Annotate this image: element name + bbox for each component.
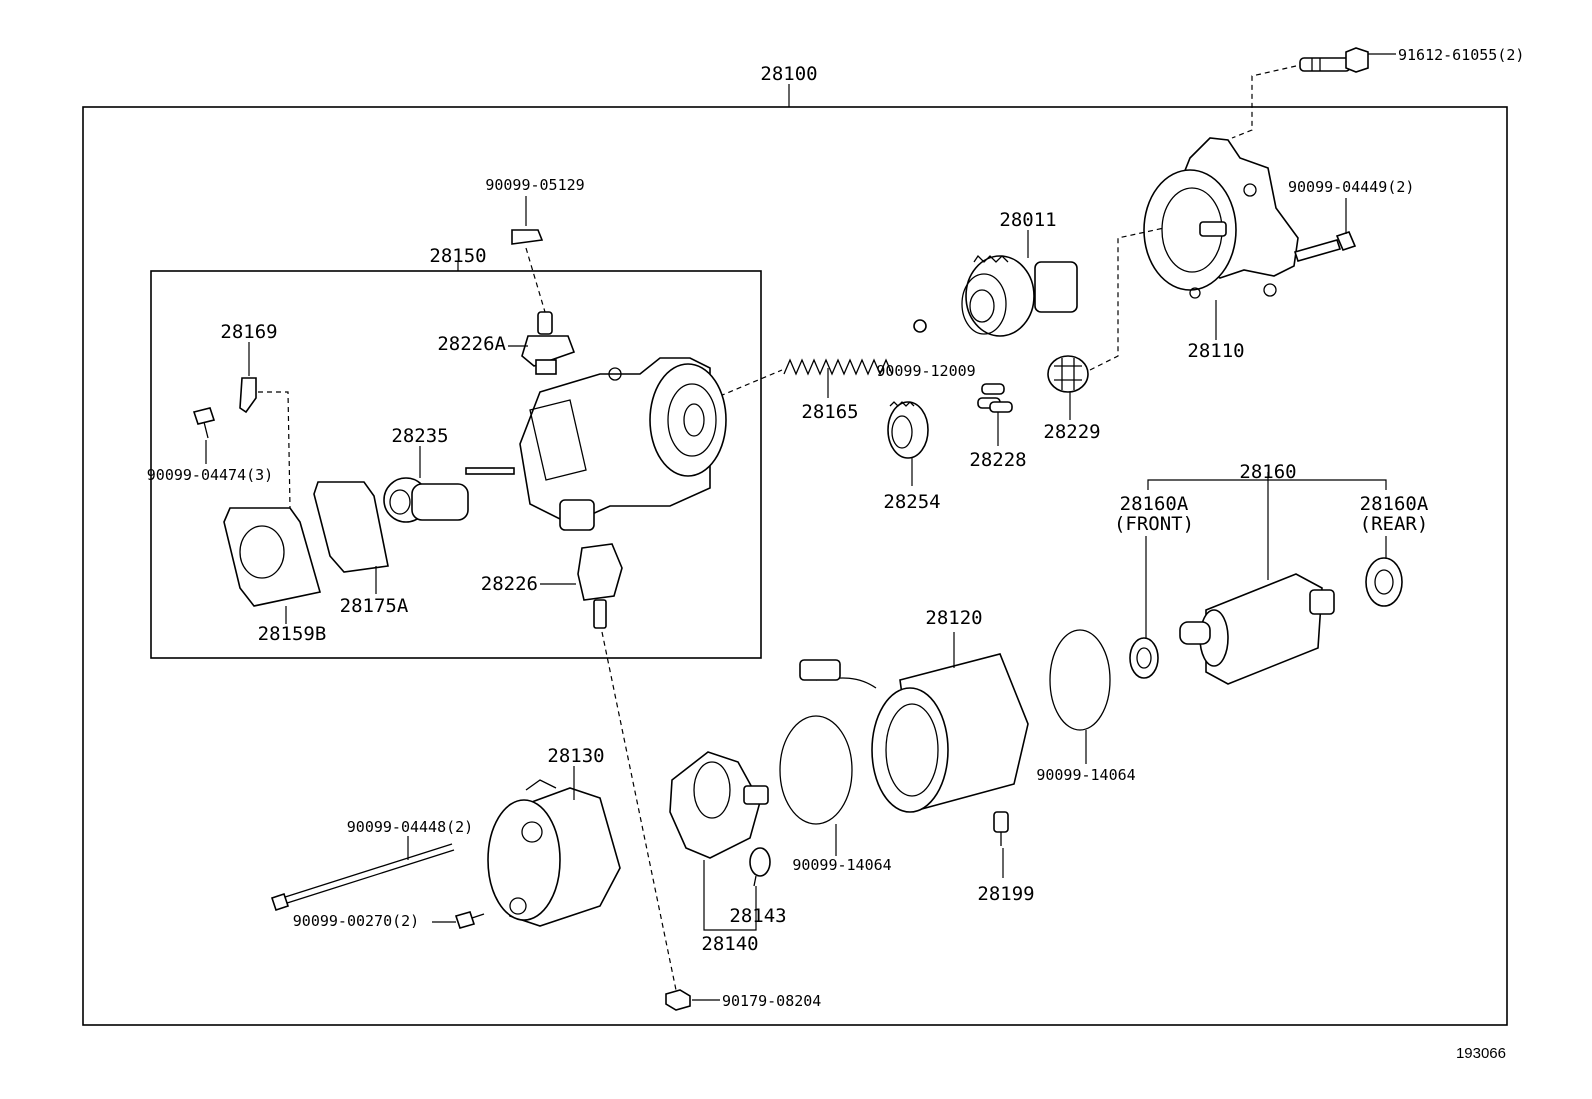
label-28120[interactable]: 28120 [925, 607, 982, 629]
steel-ball-icon [913, 319, 927, 333]
switch-subassembly-frame [150, 270, 762, 659]
starter-drive-clutch-icon [961, 254, 1078, 337]
contact-bolt-lower-icon [577, 543, 623, 629]
rubber-plug-icon [993, 811, 1009, 846]
label-28160[interactable]: 28160 [1239, 461, 1296, 483]
brush-holder-icon [669, 751, 769, 859]
label-91612-61055[interactable]: 91612-61055(2) [1398, 46, 1524, 64]
screw-lower-icon [454, 911, 485, 929]
label-front-note[interactable]: (FRONT) [1114, 513, 1194, 535]
assembly-frame [82, 106, 1508, 1026]
label-28169[interactable]: 28169 [220, 321, 277, 343]
label-28226[interactable]: 28226 [481, 573, 538, 595]
label-28165[interactable]: 28165 [801, 401, 858, 423]
idler-gear-icon [887, 401, 929, 459]
label-28175A[interactable]: 28175A [340, 595, 409, 617]
magnetic-switch-housing-icon [519, 357, 727, 531]
terminal-bracket-icon [239, 377, 257, 414]
roller-retainer-icon [1047, 355, 1089, 393]
terminal-cap-icon [511, 229, 544, 245]
label-28199[interactable]: 28199 [977, 883, 1034, 905]
o-ring-left-icon [779, 715, 853, 825]
label-28160A-front[interactable]: 28160A [1120, 493, 1189, 515]
label-90099-04448[interactable]: 90099-04448(2) [347, 818, 473, 836]
label-90099-14064-left[interactable]: 90099-14064 [792, 856, 891, 874]
figure-number: 193066 [1456, 1045, 1506, 1062]
label-28226A[interactable]: 28226A [437, 333, 506, 355]
label-28130[interactable]: 28130 [547, 745, 604, 767]
label-28100[interactable]: 28100 [760, 63, 817, 85]
plunger-icon [383, 467, 515, 523]
label-90099-12009[interactable]: 90099-12009 [876, 362, 975, 380]
label-28140[interactable]: 28140 [701, 933, 758, 955]
yoke-field-frame-icon [799, 653, 1029, 813]
contact-bolt-upper-icon [521, 311, 576, 375]
brush-spring-icon [749, 847, 771, 887]
bolt-right-icon [1293, 231, 1357, 262]
label-90099-04474[interactable]: 90099-04474(3) [147, 466, 273, 484]
front-bearing-icon [1129, 637, 1159, 679]
label-28160A-rear[interactable]: 28160A [1360, 493, 1429, 515]
label-28228[interactable]: 28228 [969, 449, 1026, 471]
label-90099-05129[interactable]: 90099-05129 [485, 176, 584, 194]
label-90099-00270[interactable]: 90099-00270(2) [293, 912, 419, 930]
label-28235[interactable]: 28235 [391, 425, 448, 447]
label-28254[interactable]: 28254 [883, 491, 940, 513]
drive-housing-icon [1143, 137, 1299, 299]
label-28110[interactable]: 28110 [1187, 340, 1244, 362]
nut-icon [665, 989, 691, 1011]
screw-small-icon [192, 407, 216, 439]
label-28143[interactable]: 28143 [729, 905, 786, 927]
label-28150[interactable]: 28150 [429, 245, 486, 267]
label-rear-note[interactable]: (REAR) [1360, 513, 1429, 535]
commutator-end-frame-icon [487, 779, 621, 927]
label-28229[interactable]: 28229 [1043, 421, 1100, 443]
rear-bearing-icon [1365, 557, 1403, 607]
gasket-icon [313, 481, 389, 573]
switch-cover-icon [223, 507, 322, 607]
rollers-icon [977, 383, 1013, 413]
armature-icon [1179, 573, 1335, 685]
label-28011[interactable]: 28011 [999, 209, 1056, 231]
through-bolt-icon [270, 843, 455, 912]
label-28159B[interactable]: 28159B [258, 623, 327, 645]
label-90099-04449[interactable]: 90099-04449(2) [1288, 178, 1414, 196]
compression-spring-icon [783, 358, 893, 376]
label-90099-14064-right[interactable]: 90099-14064 [1036, 766, 1135, 784]
label-90179-08204[interactable]: 90179-08204 [722, 992, 821, 1010]
flange-bolt-top-icon [1299, 47, 1369, 73]
o-ring-right-icon [1049, 629, 1111, 731]
